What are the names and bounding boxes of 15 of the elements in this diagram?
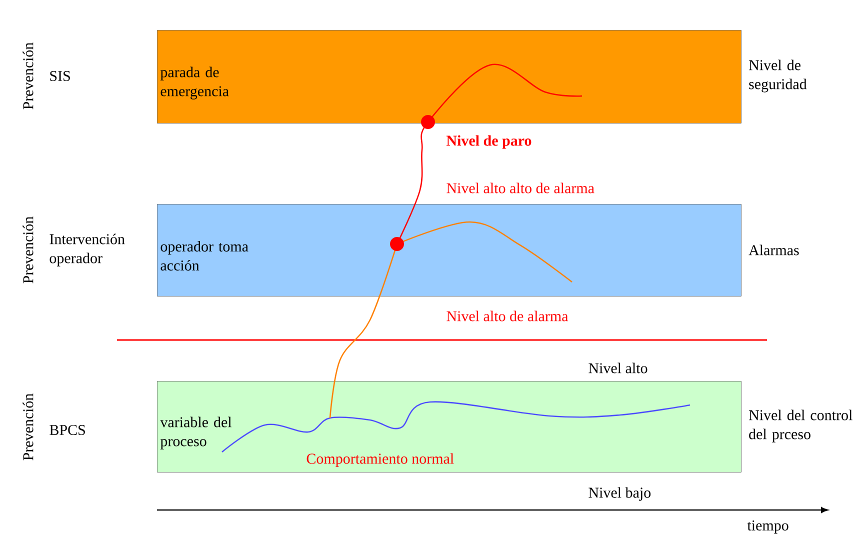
axis-label: tiempo [747, 520, 788, 534]
tier-label: BPCS [50, 424, 85, 436]
tier-label: SIS [50, 70, 70, 82]
side-label: Nivel del control del prceso [748, 410, 852, 442]
level-band: operador toma acción [157, 204, 742, 296]
side-label: Nivel de seguridad [748, 60, 807, 92]
level-label: Nivel alto de alarma [446, 310, 568, 322]
tier-label: Intervención operador [50, 234, 125, 266]
rotated-label: Prevención [22, 393, 34, 460]
rotated-label: Prevención [22, 216, 34, 284]
level-label: Comportamiento normal [306, 453, 454, 467]
rotated-label: Prevención [22, 42, 34, 110]
level-band: parada de emergencia [157, 30, 742, 124]
level-label: Nivel bajo [588, 487, 651, 501]
side-label: Alarmas [748, 244, 799, 256]
